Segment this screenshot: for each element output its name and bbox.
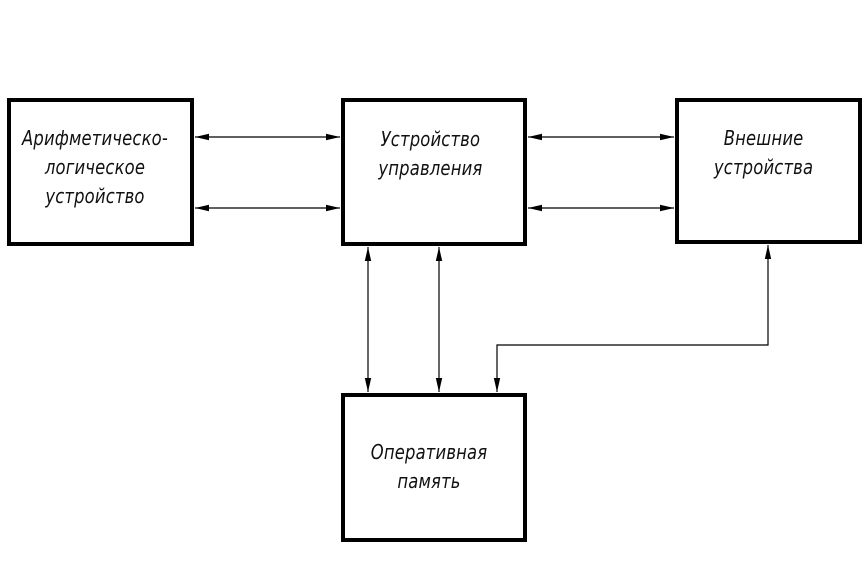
control-unit-box: Устройство управления bbox=[341, 98, 527, 246]
external-devices-box: Внешние устройства bbox=[675, 98, 862, 244]
control-unit-label: Устройство управления bbox=[377, 127, 483, 180]
alu-box: Арифметическо- логическое устройство bbox=[7, 98, 194, 246]
ext-ram-arrow bbox=[493, 245, 772, 392]
alu-label: Арифметическо- логическое устройство bbox=[21, 125, 168, 208]
ram-label: Оперативная память bbox=[370, 439, 488, 493]
external-devices-label: Внешние устройства bbox=[713, 126, 814, 179]
ram-box: Оперативная память bbox=[341, 393, 527, 542]
